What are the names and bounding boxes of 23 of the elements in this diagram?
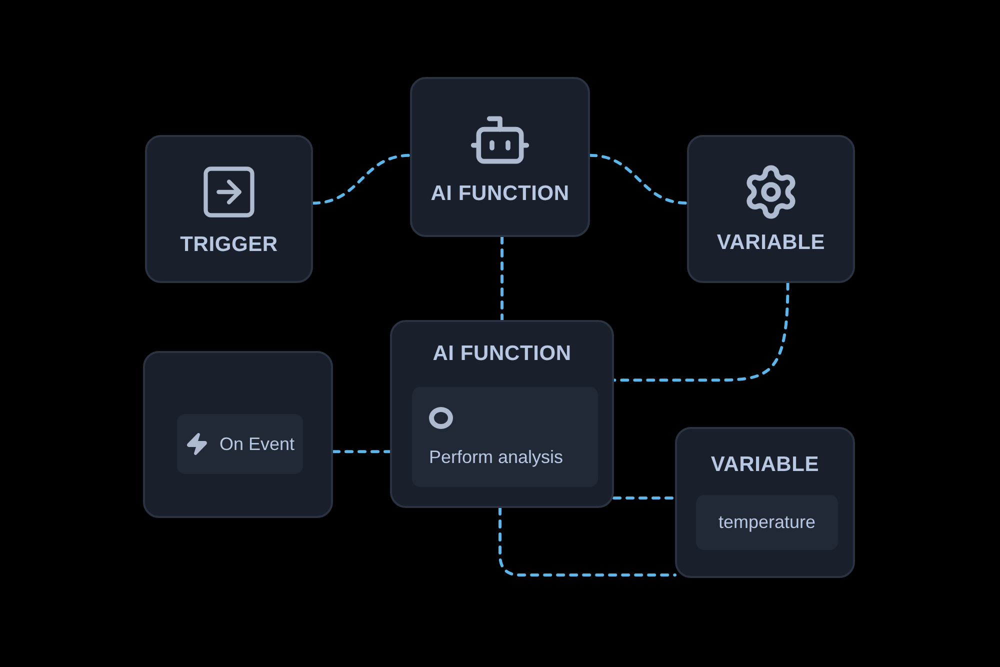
node-label: AI FUNCTION xyxy=(430,182,570,206)
variable-card xyxy=(675,427,855,578)
node-label: AI FUNCTION xyxy=(432,342,572,366)
task-panel xyxy=(412,387,598,487)
function-card xyxy=(390,320,614,508)
function-card xyxy=(410,77,590,237)
item-label: Perform analysis xyxy=(429,446,564,468)
node-label: VARIABLE xyxy=(710,453,820,477)
dashed-connector xyxy=(588,154,688,205)
dashed-connector xyxy=(612,496,676,500)
event-card xyxy=(143,351,333,518)
dashed-connector xyxy=(312,154,412,205)
node-label: VARIABLE xyxy=(716,231,826,255)
dashed-connector xyxy=(612,282,790,382)
item-label: temperature xyxy=(718,512,816,533)
node-label: TRIGGER xyxy=(180,233,278,257)
variable-card xyxy=(687,135,855,283)
item-label: On Event xyxy=(219,434,295,454)
dashed-connector xyxy=(498,506,676,576)
dashed-connector xyxy=(332,450,392,454)
trigger-card xyxy=(145,135,313,283)
event-chip xyxy=(177,414,303,474)
dashed-connector xyxy=(500,236,504,322)
